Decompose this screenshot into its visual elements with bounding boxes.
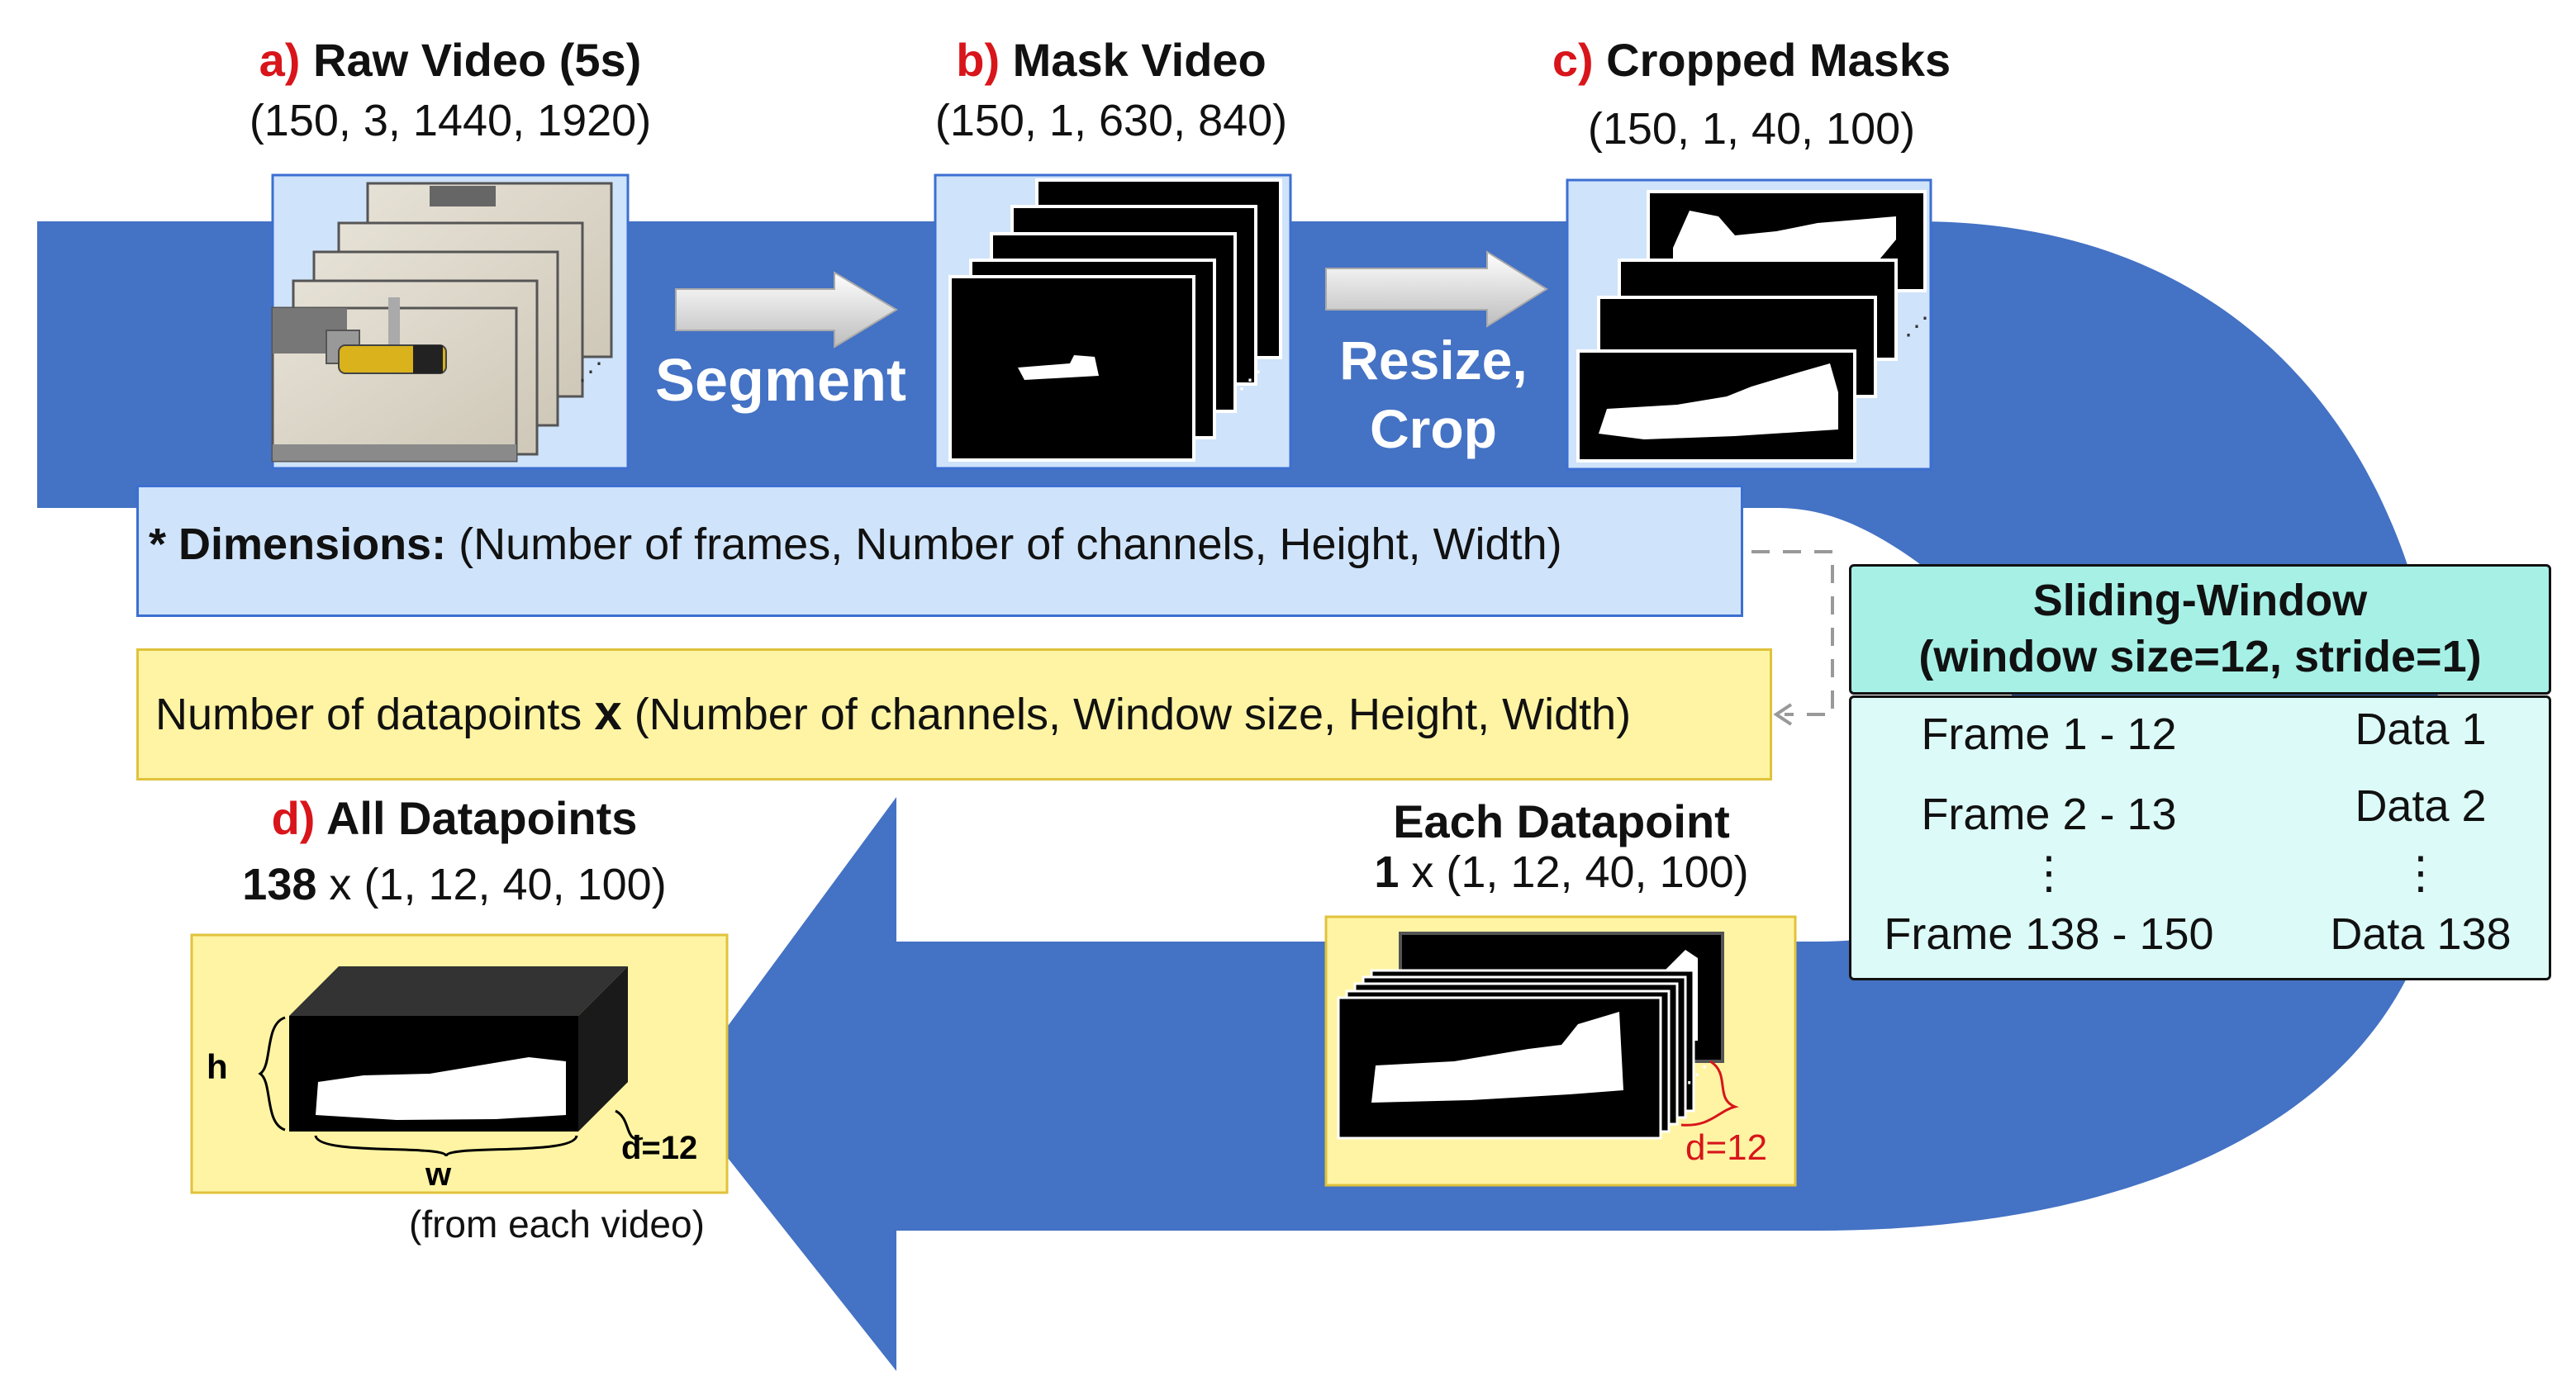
cropped-masks-title: c) Cropped Masks (1512, 33, 1991, 87)
all-datapoints-times: x (329, 860, 352, 909)
data-item: Data 1 (2355, 705, 2487, 754)
dashed-connector-head (1773, 703, 1793, 726)
all-datapoints-dims: (1, 12, 40, 100) (364, 860, 667, 909)
dashed-connector (1751, 550, 1834, 716)
mask-video-dims: (150, 1, 630, 840) (934, 96, 1288, 145)
mask-video-title-text: Mask Video (1012, 34, 1267, 86)
sliding-window-header: Sliding-Window (window size=12, stride=1… (1849, 564, 2551, 695)
from-each-video-note: (from each video) (409, 1203, 705, 1246)
raw-video-dims: (150, 3, 1440, 1920) (249, 96, 652, 145)
raw-video-tag: a) (259, 34, 301, 86)
datapoints-cube (190, 933, 729, 1194)
flow-band (37, 221, 2445, 1371)
dimensions-legend-box: * Dimensions: (Number of frames, Number … (136, 485, 1743, 617)
mask-video-title: b) Mask Video (892, 33, 1330, 87)
frame-item: ⋮ (2027, 848, 2071, 898)
svg-text:⋰: ⋰ (1685, 1061, 1709, 1087)
cropped-masks-title-text: Cropped Masks (1606, 34, 1951, 86)
segment-arrow (675, 271, 898, 349)
sliding-window-body (1849, 695, 2551, 980)
all-datapoints-dims-line: 138 x (1, 12, 40, 100) (190, 859, 719, 910)
mask-video-tag: b) (956, 34, 1000, 86)
each-datapoint-dims-line: 1 x (1, 12, 40, 100) (1289, 847, 1834, 898)
svg-text:⋰: ⋰ (578, 358, 603, 386)
segment-label: Segment (654, 348, 907, 414)
all-datapoints-tag: d) (271, 792, 316, 844)
frame-item: Frame 2 - 13 (1921, 790, 2177, 839)
mask-video-frames: ⋰ (934, 173, 1292, 470)
sliding-window-title-line2: (window size=12, stride=1) (1918, 632, 2482, 681)
cube-w-label: w (425, 1156, 452, 1193)
dimensions-key: * Dimensions: (149, 520, 447, 569)
data-item: ⋮ (2398, 848, 2443, 898)
sliding-window-title-line1: Sliding-Window (2032, 576, 2368, 625)
svg-text:⋰: ⋰ (1238, 367, 1262, 394)
datapoints-text-a: Number of datapoints (155, 690, 582, 739)
data-item: Data 138 (2330, 909, 2512, 959)
cube-h-label: h (207, 1047, 228, 1086)
resize-crop-label: Resize, Crop (1301, 326, 1566, 463)
cube-d-label: d=12 (621, 1130, 698, 1166)
datapoints-times: x (594, 685, 622, 740)
each-datapoint-stack: ⋰ (1324, 915, 1797, 1187)
svg-text:⋰: ⋰ (1904, 313, 1929, 340)
dimensions-legend-text: * Dimensions: (Number of frames, Number … (149, 519, 1562, 570)
raw-video-title: a) Raw Video (5s) (207, 33, 694, 87)
all-datapoints-title: d) All Datapoints (190, 791, 719, 845)
each-datapoint-title: Each Datapoint (1393, 795, 1730, 847)
resize-label-line2: Crop (1370, 397, 1497, 459)
each-datapoint-times: x (1411, 847, 1434, 897)
datapoints-legend-box: Number of datapoints x (Number of channe… (136, 648, 1772, 781)
datapoints-text-b: (Number of channels, Window size, Height… (634, 690, 1632, 739)
dimensions-text: (Number of frames, Number of channels, H… (459, 520, 1562, 569)
frame-item: Frame 138 - 150 (1884, 909, 2214, 959)
raw-video-frames: ⋰ (271, 173, 630, 470)
cropped-masks-tag: c) (1552, 34, 1594, 86)
resize-arrow (1325, 250, 1548, 328)
resize-label-line1: Resize, (1339, 330, 1528, 391)
each-datapoint-dims: (1, 12, 40, 100) (1446, 847, 1749, 897)
data-item: Data 2 (2355, 781, 2487, 831)
datapoints-legend-text: Number of datapoints x (Number of channe… (155, 684, 1631, 741)
each-datapoint-d-label: d=12 (1685, 1127, 1768, 1168)
all-datapoints-title-text: All Datapoints (326, 792, 638, 844)
all-datapoints-count: 138 (242, 860, 317, 909)
cropped-masks-dims: (150, 1, 40, 100) (1587, 104, 1916, 154)
each-datapoint-count: 1 (1374, 847, 1400, 897)
cropped-mask-frames: ⋰ (1566, 178, 1932, 471)
raw-video-title-text: Raw Video (5s) (313, 34, 642, 86)
frame-item: Frame 1 - 12 (1921, 709, 2177, 759)
